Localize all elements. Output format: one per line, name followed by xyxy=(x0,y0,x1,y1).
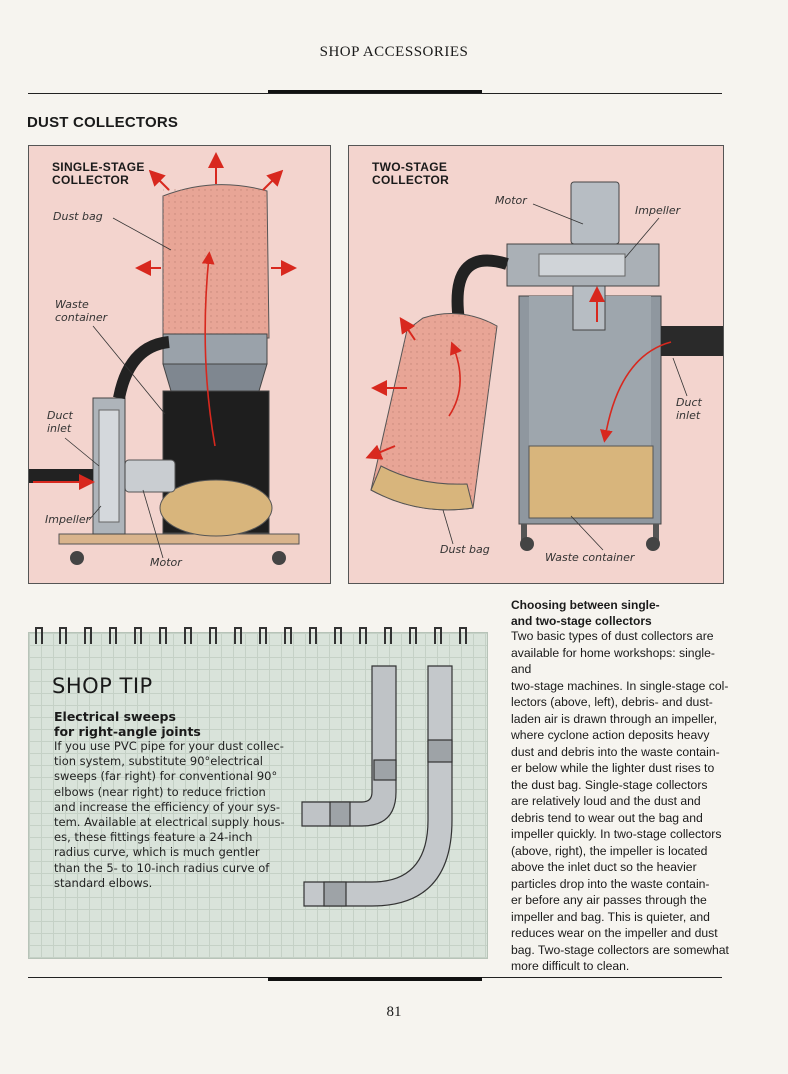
label-dust-bag: Dust bag xyxy=(53,210,103,223)
two-stage-panel: TWO-STAGE COLLECTOR xyxy=(348,145,724,584)
label-duct-inlet: Duct inlet xyxy=(47,409,73,435)
label-waste-container: Waste container xyxy=(55,298,108,324)
spiral-binding xyxy=(35,627,467,644)
label-duct-inlet-2: Duct inlet xyxy=(676,396,702,422)
footer-rule-accent xyxy=(268,977,482,981)
shop-tip-heading: Electrical sweeps for right-angle joints xyxy=(54,709,201,739)
running-head: SHOP ACCESSORIES xyxy=(319,44,469,60)
shop-tip-card xyxy=(28,632,488,959)
article-heading: Choosing between single- and two-stage c… xyxy=(511,598,660,628)
shop-tip-title: SHOP TIP xyxy=(52,674,153,698)
label-waste-container-2: Waste container xyxy=(545,551,635,564)
label-motor-2: Motor xyxy=(495,194,527,207)
section-title: DUST COLLECTORS xyxy=(27,114,179,131)
article-body: Two basic types of dust collectors are a… xyxy=(511,629,729,973)
shop-tip-body: If you use PVC pipe for your dust collec… xyxy=(54,739,285,890)
single-stage-panel: SINGLE-STAGE COLLECTOR xyxy=(28,145,331,584)
label-impeller-2: Impeller xyxy=(635,204,681,217)
single-stage-title: SINGLE-STAGE COLLECTOR xyxy=(52,160,145,187)
header-rule xyxy=(28,93,722,94)
pipe-elbows-illustration xyxy=(301,665,453,907)
label-dust-bag-2: Dust bag xyxy=(440,543,490,556)
header-rule-accent xyxy=(268,90,482,94)
single-stage-illustration xyxy=(29,152,300,565)
two-stage-title: TWO-STAGE COLLECTOR xyxy=(372,160,450,187)
two-stage-illustration xyxy=(365,181,723,551)
label-motor: Motor xyxy=(150,556,182,569)
page-number: 81 xyxy=(386,1004,402,1020)
label-impeller: Impeller xyxy=(45,513,91,526)
